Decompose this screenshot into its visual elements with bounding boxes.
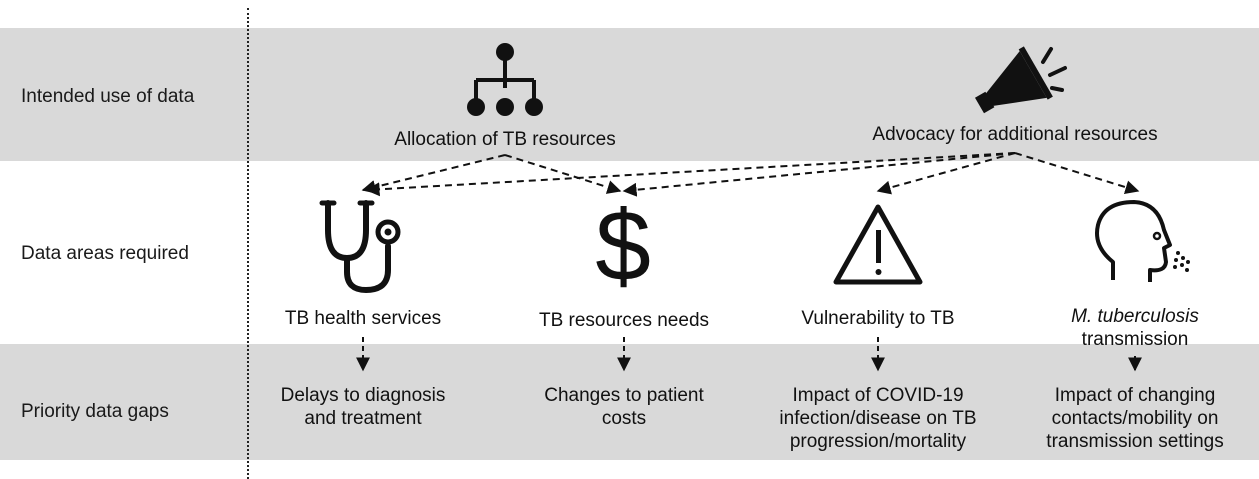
gap-line: costs [601, 408, 647, 429]
gap-line: Impact of changing [1054, 385, 1216, 406]
gap-label-mobility: Impact of changing contacts/mobility on … [1022, 384, 1248, 453]
gap-line: infection/disease on TB [779, 408, 977, 429]
row-label-data-areas: Data areas required [21, 243, 189, 264]
advocacy-arrows [365, 152, 1140, 197]
gap-line: Delays to diagnosis [280, 385, 446, 406]
gap-line: Changes to patient [544, 385, 704, 406]
area-label-vulnerability: Vulnerability to TB [801, 308, 955, 329]
area-label-resources-needs: TB resources needs [538, 310, 710, 331]
gap-line: contacts/mobility on [1051, 408, 1219, 429]
area-label-health-services: TB health services [284, 308, 442, 329]
stethoscope-icon [319, 200, 401, 294]
allocation-label: Allocation of TB resources [394, 129, 616, 150]
head-cough-icon [1095, 200, 1190, 282]
hierarchy-icon [467, 43, 543, 116]
row-label-intended-use: Intended use of data [21, 86, 195, 107]
area-label-transmission-italic: M. tuberculosis [1071, 306, 1199, 327]
dollar-icon: $ [595, 190, 651, 302]
gap-label-delays: Delays to diagnosis and treatment [253, 384, 473, 430]
area-label-transmission: M. tuberculosis transmission [1035, 305, 1235, 351]
gap-line: progression/mortality [789, 431, 967, 452]
gap-label-covid: Impact of COVID-19 infection/disease on … [758, 384, 998, 453]
area-label-transmission-rest: transmission [1081, 329, 1189, 350]
allocation-arrows [361, 154, 622, 194]
dotted-divider [247, 8, 249, 479]
gap-label-costs: Changes to patient costs [514, 384, 734, 430]
svg-text:$: $ [595, 190, 651, 302]
gap-line: and treatment [304, 408, 422, 429]
gap-line: transmission settings [1046, 431, 1224, 452]
row-label-priority-gaps: Priority data gaps [21, 401, 169, 422]
gap-arrows [356, 337, 1142, 372]
warning-triangle-icon [833, 204, 923, 285]
advocacy-label: Advocacy for additional resources [872, 124, 1158, 145]
gap-line: Impact of COVID-19 [792, 385, 964, 406]
megaphone-icon [974, 46, 1067, 114]
